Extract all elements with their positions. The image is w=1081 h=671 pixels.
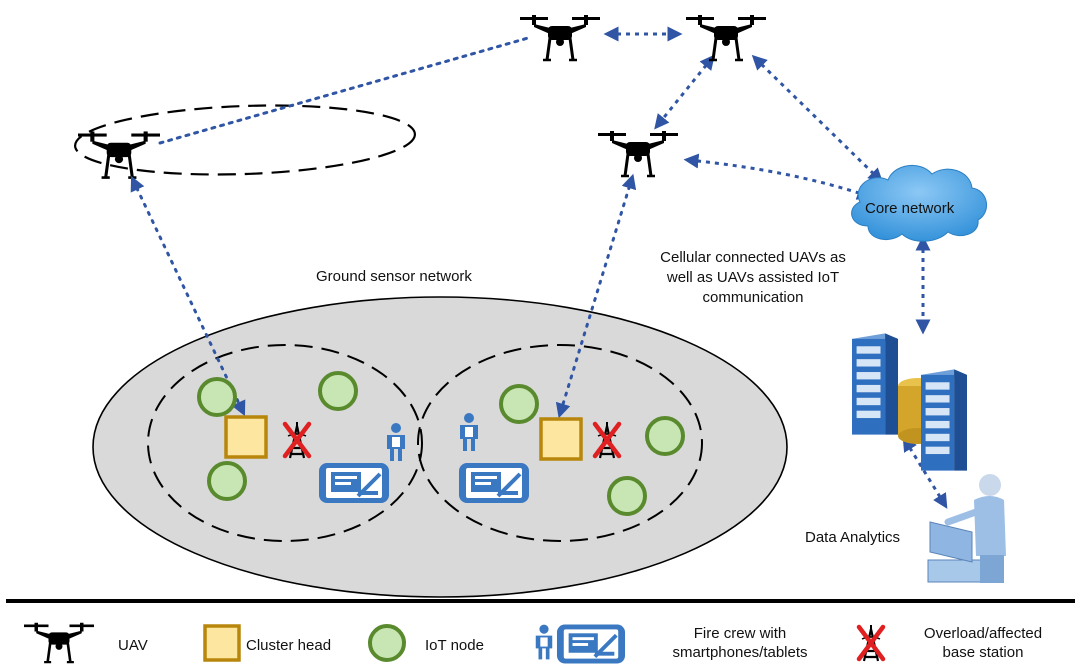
legend-fire-crew-line-1: Fire crew with — [693, 625, 787, 642]
cluster-boundary-left — [147, 344, 423, 542]
iot-node — [645, 416, 685, 456]
person-icon — [535, 624, 553, 660]
data-analytics-label: Data Analytics — [805, 529, 901, 546]
ground-sensor-network-area — [92, 296, 788, 598]
link-cellular-uav-to-core — [683, 153, 873, 200]
link-uav-orbit-to-uav-top — [158, 36, 530, 145]
legend-cluster-head-label: Cluster head — [246, 637, 332, 654]
cellular-caption: Cellular connected UAVs as well as UAVs … — [628, 248, 878, 308]
link-uav-to-cluster-head-right — [555, 173, 637, 419]
core-network-label: Core network — [865, 200, 955, 217]
drone-icon — [686, 13, 766, 62]
iot-node — [318, 371, 358, 411]
drone-icon — [24, 621, 94, 664]
ground-sensor-network-label: Ground sensor network — [316, 268, 472, 285]
uav-orbit-path — [73, 104, 417, 176]
legend-fire-crew-label: Fire crew with smartphones/tablets — [640, 624, 840, 662]
cluster-head — [539, 417, 583, 461]
legend-overload-line-1: Overload/affected — [923, 625, 1043, 642]
iot-node — [607, 476, 647, 516]
legend-cluster-head-swatch — [203, 624, 241, 662]
link-server-to-analytics — [902, 436, 948, 509]
cellular-caption-line-1: Cellular connected UAVs as — [660, 249, 846, 266]
drone-icon — [598, 129, 678, 178]
link-uav-to-cluster-head-left — [130, 175, 246, 417]
legend-overload-line-2: base station — [942, 644, 1024, 661]
analyst-icon — [927, 474, 1006, 583]
legend-overload-label: Overload/affected base station — [898, 624, 1068, 662]
cluster-head — [224, 415, 268, 459]
tablet-icon — [318, 462, 390, 504]
link-uav-relay — [654, 54, 715, 130]
legend-fire-crew-line-2: smartphones/tablets — [672, 644, 808, 661]
legend-uav-label: UAV — [118, 637, 148, 654]
server-icon — [852, 333, 967, 471]
iot-node — [499, 384, 539, 424]
tower-icon — [859, 625, 883, 661]
legend-iot-node-label: IoT node — [425, 637, 484, 654]
drone-icon — [520, 13, 600, 62]
link-uav-to-core — [751, 54, 884, 184]
tablet-icon — [458, 462, 530, 504]
tablet-icon — [557, 625, 625, 664]
iot-node — [207, 461, 247, 501]
iot-node — [197, 377, 237, 417]
legend-iot-node-swatch — [368, 624, 406, 662]
cloud-icon — [851, 165, 987, 242]
cellular-caption-line-3: communication — [702, 289, 804, 306]
cellular-caption-line-2: well as UAVs assisted IoT — [666, 269, 840, 286]
